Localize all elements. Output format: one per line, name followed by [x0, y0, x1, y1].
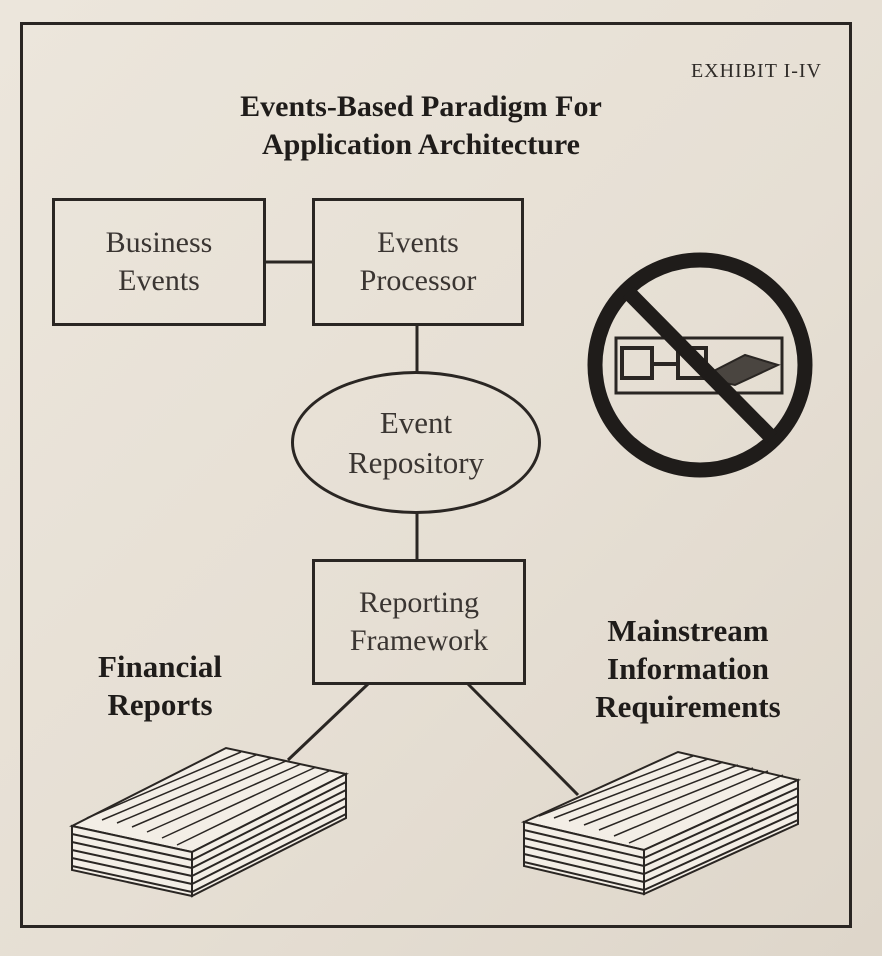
mainstream-info-line-1: Mainstream	[607, 613, 769, 648]
business-events-line-2: Events	[118, 264, 200, 297]
financial-reports-line-2: Reports	[107, 687, 213, 722]
events-processor-line-2: Processor	[359, 264, 477, 297]
business-events-box: Business Events	[52, 198, 266, 326]
reporting-framework-box: Reporting Framework	[312, 559, 526, 685]
exhibit-frame	[20, 22, 852, 928]
diagram-title-line-2: Application Architecture	[261, 128, 581, 161]
mainstream-info-line-2: Information	[607, 651, 769, 686]
exhibit-label: EXHIBIT I-IV	[690, 60, 822, 82]
mainstream-information-label: Mainstream Information Requirements	[568, 612, 808, 726]
diagram-title: Events-Based Paradigm For Application Ar…	[0, 88, 842, 164]
events-processor-line-1: Events	[377, 226, 459, 259]
mainstream-report-stack-icon	[520, 750, 802, 896]
reporting-framework-line-1: Reporting	[359, 586, 479, 619]
event-repository-line-1: Event	[379, 404, 453, 440]
financial-reports-label: Financial Reports	[60, 648, 260, 724]
mainstream-info-line-3: Requirements	[595, 689, 781, 724]
connector-framework-mainstream	[466, 682, 580, 797]
business-events-line-1: Business	[105, 226, 213, 259]
prohibition-icon	[587, 252, 813, 478]
financial-report-stack-icon	[69, 746, 349, 898]
event-repository-line-2: Repository	[347, 444, 485, 480]
reporting-framework-line-2: Framework	[349, 624, 489, 657]
event-repository-ellipse: Event Repository	[291, 371, 541, 514]
diagram-title-line-1: Events-Based Paradigm For	[240, 90, 602, 123]
events-processor-box: Events Processor	[312, 198, 524, 326]
connector-framework-financial	[286, 682, 370, 762]
financial-reports-line-1: Financial	[97, 649, 222, 684]
